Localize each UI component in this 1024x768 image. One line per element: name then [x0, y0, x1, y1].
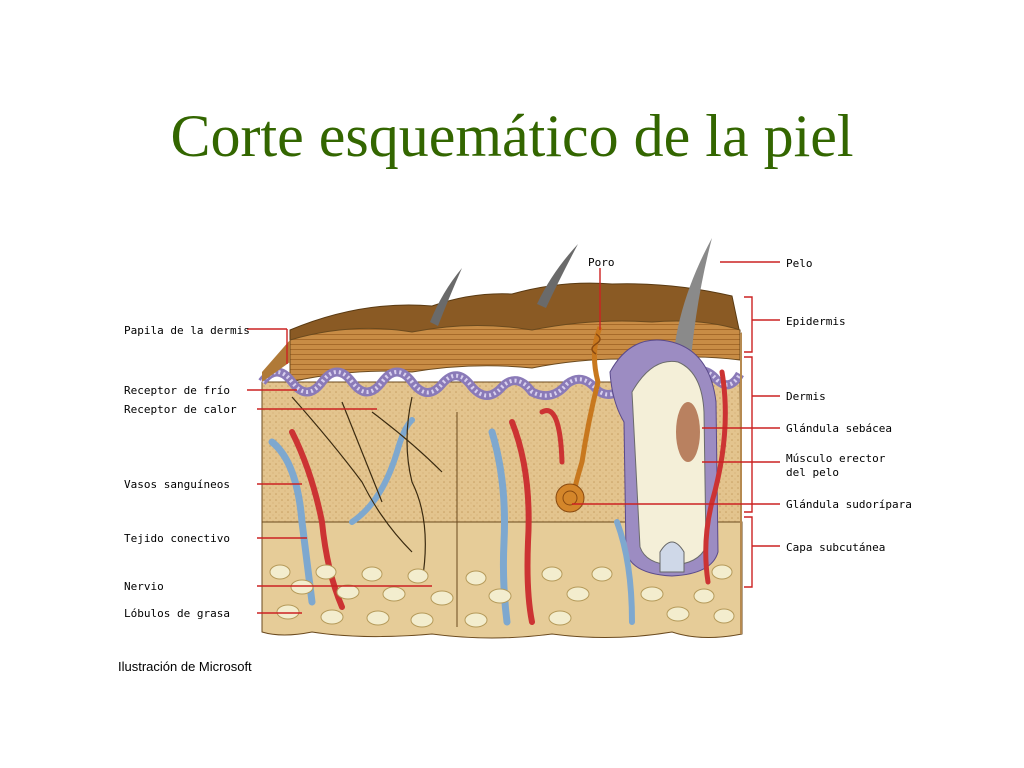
fat-lobules — [269, 564, 735, 628]
label-glandula-sebacea: Glándula sebácea — [786, 422, 892, 435]
label-poro: Poro — [588, 256, 615, 269]
label-lobulos-grasa: Lóbulos de grasa — [124, 607, 230, 620]
skin-diagram: Papila de la dermis Receptor de frío Rec… — [112, 222, 914, 684]
label-musculo-erector: Músculo erector — [786, 452, 886, 465]
sweat-gland — [555, 326, 603, 513]
label-nervio: Nervio — [124, 580, 164, 593]
label-del-pelo: del pelo — [786, 466, 839, 479]
label-pelo: Pelo — [786, 257, 813, 270]
hair-follicle — [609, 339, 719, 577]
label-capa-subcutanea: Capa subcutánea — [786, 541, 886, 554]
label-epidermis: Epidermis — [786, 315, 846, 328]
label-vasos-sanguineos: Vasos sanguíneos — [124, 478, 230, 491]
skin-cross-section-illustration — [247, 238, 780, 639]
label-glandula-sudoripara: Glándula sudorípara — [786, 498, 912, 511]
leader-lines — [247, 261, 780, 614]
sebaceous-gland — [676, 402, 700, 462]
label-papila-dermis: Papila de la dermis — [124, 324, 250, 337]
label-receptor-calor: Receptor de calor — [124, 403, 237, 416]
nerves — [291, 396, 443, 583]
illustration-credit: Ilustración de Microsoft — [118, 659, 252, 674]
slide-title: Corte esquemático de la piel — [170, 103, 854, 169]
label-receptor-frio: Receptor de frío — [124, 384, 230, 397]
label-tejido-conectivo: Tejido conectivo — [124, 532, 230, 545]
label-dermis: Dermis — [786, 390, 826, 403]
